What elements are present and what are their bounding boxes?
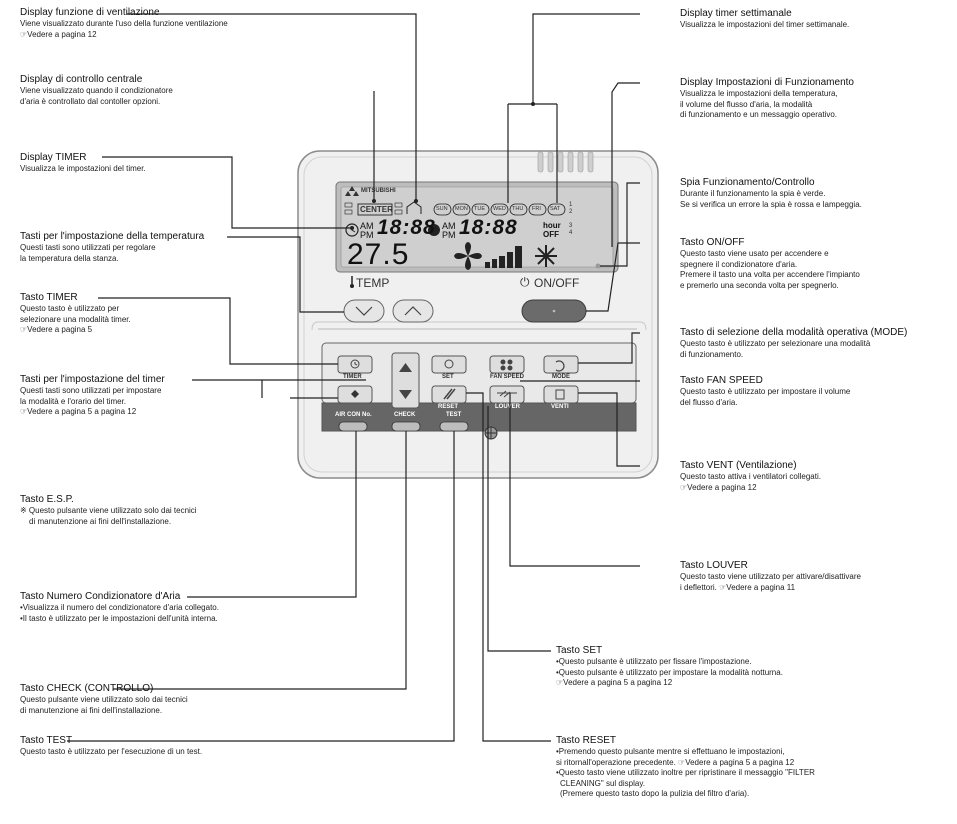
day-fri: FRI <box>532 206 541 212</box>
timer-time-2: 18:88 <box>459 216 518 239</box>
label-set: Tasto SET •Questo pulsante è utilizzato … <box>556 645 783 687</box>
set-button[interactable]: SET <box>442 374 454 380</box>
timer-time-1: 18:88 <box>377 216 436 239</box>
day-wed: WED <box>493 206 506 212</box>
updown-frame <box>391 352 420 409</box>
reset-button[interactable]: RESET <box>438 404 459 410</box>
aircon-no-button[interactable]: AIR CON No. <box>335 412 372 418</box>
label-weekly: Display timer settimanale Visualizza le … <box>680 8 850 29</box>
slot-4: 4 <box>569 230 573 236</box>
label-mode: Tasto di selezione della modalità operat… <box>680 327 908 359</box>
hour-label: hour <box>543 221 561 230</box>
label-temp-keys: Tasti per l'impostazione della temperatu… <box>20 231 205 263</box>
label-venti: Tasto VENT (Ventilazione) Questo tasto a… <box>680 460 821 492</box>
onoff-label: ON/OFF <box>534 276 580 290</box>
temp-down-button <box>343 299 385 323</box>
label-ventilazione: Display funzione di ventilazione Viene v… <box>20 7 228 39</box>
label-controllo-centrale: Display di controllo centrale Viene visu… <box>20 74 173 106</box>
venti-button[interactable]: VENTI <box>551 404 569 410</box>
label-test: Tasto TEST Questo tasto è utilizzato per… <box>20 735 203 756</box>
slot-1: 1 <box>569 202 573 208</box>
temp-label: TEMP <box>356 276 390 290</box>
louver-button[interactable]: LOUVER <box>495 404 521 410</box>
timer-button[interactable]: TIMER <box>343 374 362 380</box>
brand-logo: MITSUBISHI <box>361 188 396 194</box>
mode-button[interactable]: MODE <box>552 374 570 380</box>
fan-speed-button[interactable]: FAN SPEED <box>490 374 525 380</box>
center-indicator: CENTER <box>360 205 393 214</box>
status-led <box>595 263 601 269</box>
label-aircon-no: Tasto Numero Condizionatore d'Aria •Visu… <box>20 591 219 623</box>
day-tue: TUE <box>474 206 485 212</box>
label-timer-keys: Tasti per l'impostazione del timer Quest… <box>20 374 165 416</box>
pm-label-2: PM <box>442 230 456 240</box>
power-icon: ⏻ <box>520 275 530 289</box>
day-sat: SAT <box>550 206 561 212</box>
label-esp: Tasto E.S.P. ※ Questo pulsante viene uti… <box>20 494 197 526</box>
am-label-1: AM <box>360 221 374 231</box>
label-onoff: Tasto ON/OFF Questo tasto viene usato pe… <box>680 237 860 290</box>
day-indicators <box>433 203 566 216</box>
label-tasto-timer: Tasto TIMER Questo tasto è utilizzato pe… <box>20 292 131 334</box>
day-sun: SUN <box>436 206 448 212</box>
day-thu: THU <box>512 206 524 212</box>
temperature-display: 27.5 <box>347 238 410 271</box>
test-button[interactable]: TEST <box>446 412 462 418</box>
day-mon: MON <box>455 206 468 212</box>
label-funzionamento: Display Impostazioni di Funzionamento Vi… <box>680 77 854 119</box>
slot-2: 2 <box>569 209 573 215</box>
am-label-2: AM <box>442 221 456 231</box>
label-spia: Spia Funzionamento/Controllo Durante il … <box>680 177 862 209</box>
slot-3: 3 <box>569 223 573 229</box>
temp-up-button <box>392 299 434 323</box>
check-button[interactable]: CHECK <box>394 412 416 418</box>
off-label: OFF <box>543 230 559 239</box>
vent-slots <box>537 151 594 173</box>
label-display-timer: Display TIMER Visualizza le impostazioni… <box>20 152 146 173</box>
label-reset: Tasto RESET •Premendo questo pulsante me… <box>556 735 815 798</box>
label-fanspeed: Tasto FAN SPEED Questo tasto è utilizzat… <box>680 375 851 407</box>
label-louver: Tasto LOUVER Questo tasto viene utilizza… <box>680 560 861 592</box>
label-check: Tasto CHECK (CONTROLLO) Questo pulsante … <box>20 683 188 715</box>
pm-label-1: PM <box>360 230 374 240</box>
